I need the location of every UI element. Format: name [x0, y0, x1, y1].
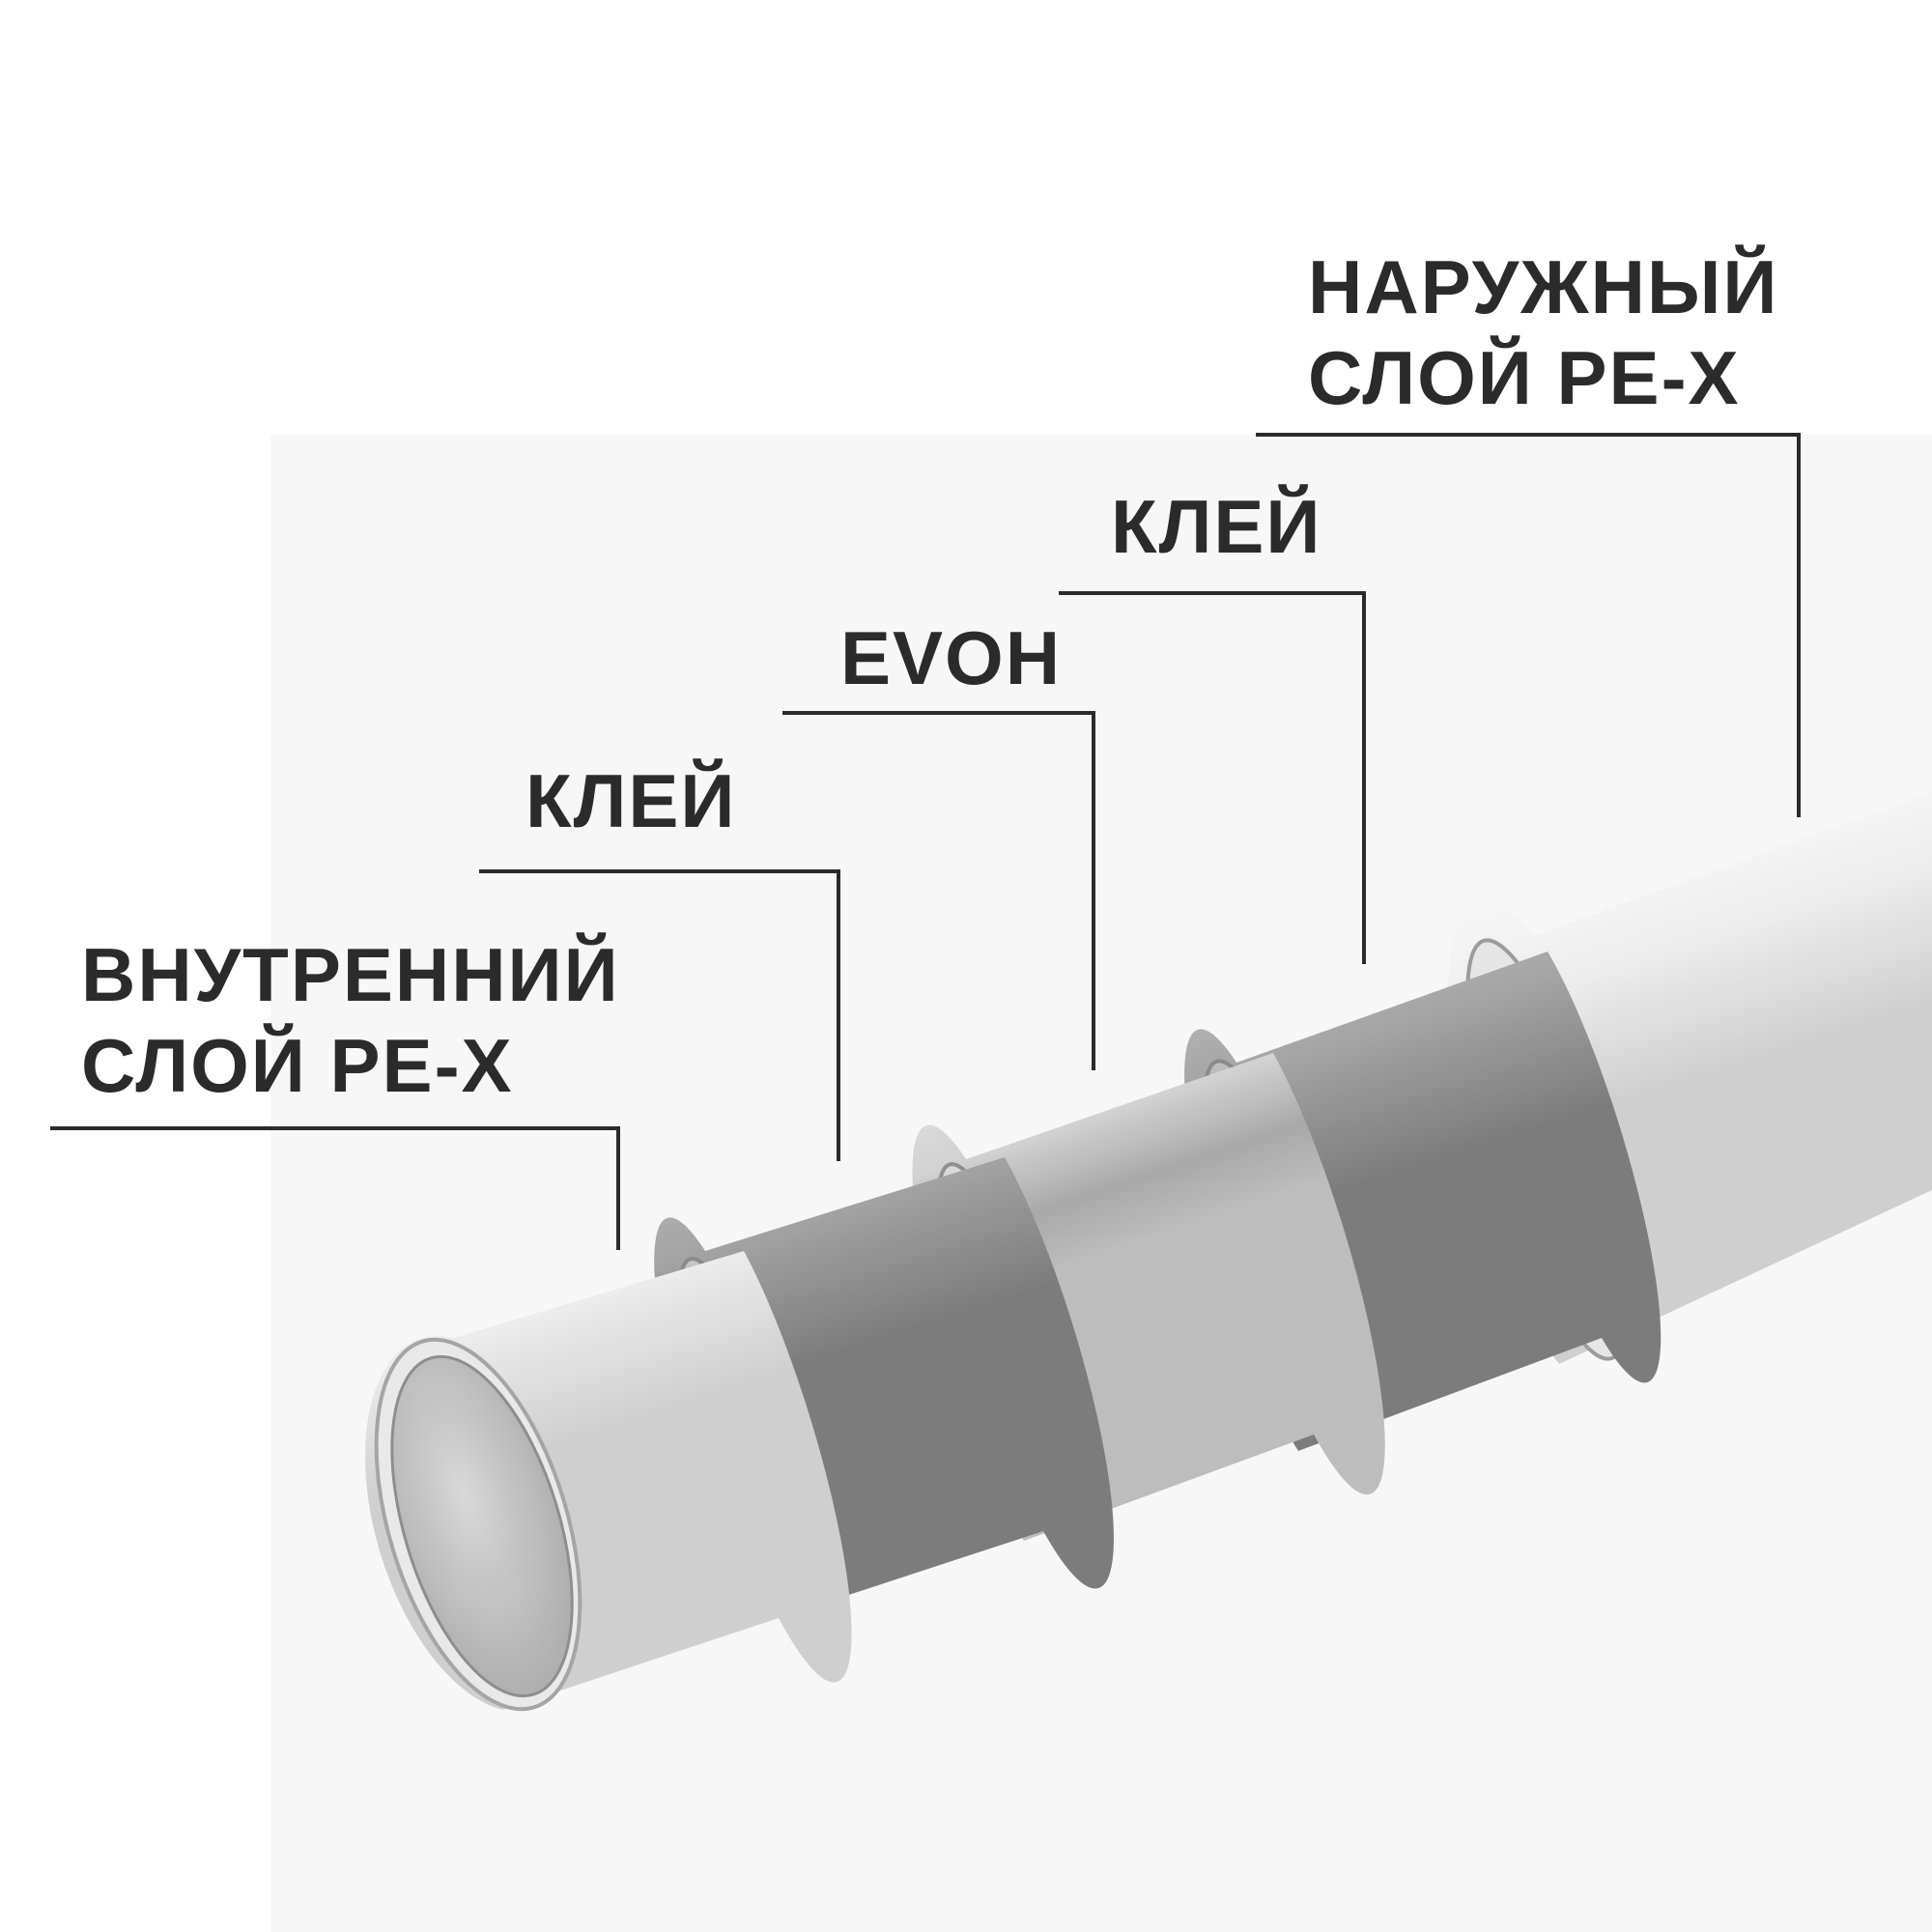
label-glue-outer-text: КЛЕЙ	[1111, 484, 1322, 569]
label-outer-line2: СЛОЙ PE-X	[1308, 335, 1741, 420]
label-outer-pe-x-layer: НАРУЖНЫЙ СЛОЙ PE-X	[1308, 242, 1778, 423]
label-inner-line1: ВНУТРЕННИЙ	[81, 932, 620, 1017]
label-outer-glue-layer: КЛЕЙ	[1111, 481, 1321, 572]
pipe-bore	[390, 1354, 574, 1698]
label-outer-line1: НАРУЖНЫЙ	[1308, 244, 1779, 329]
leader-line-outer	[1256, 433, 1801, 817]
leader-line-glue-outer	[1059, 591, 1366, 964]
label-evoh-layer: EVOH	[840, 612, 1062, 703]
leader-line-evoh	[782, 711, 1095, 1070]
label-inner-glue-layer: КЛЕЙ	[526, 755, 736, 846]
leader-line-glue-inner	[479, 869, 840, 1161]
label-inner-line2: СЛОЙ PE-X	[81, 1023, 514, 1108]
label-glue-inner-text: КЛЕЙ	[526, 758, 737, 843]
label-inner-pe-x-layer: ВНУТРЕННИЙ СЛОЙ PE-X	[81, 929, 620, 1111]
leader-line-inner	[50, 1126, 620, 1250]
label-evoh-text: EVOH	[840, 615, 1063, 700]
